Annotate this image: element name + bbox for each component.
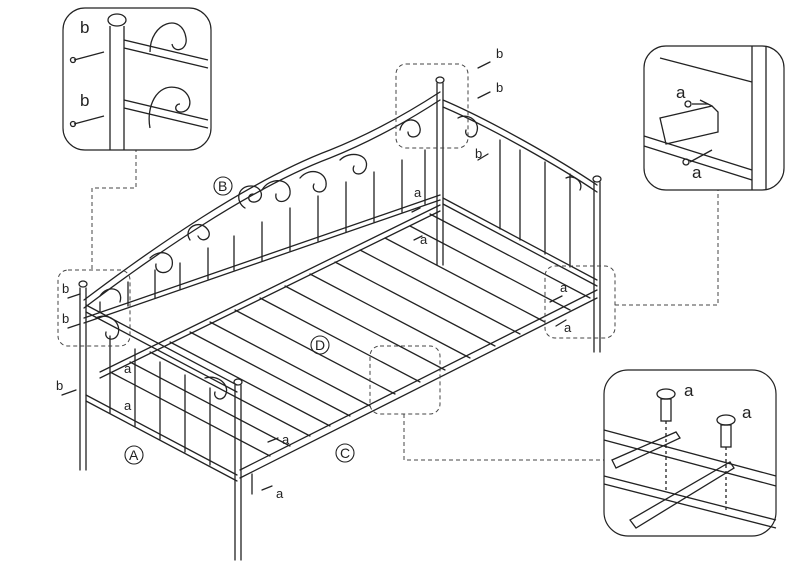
frame-label-a-6: a [124, 398, 132, 413]
frame-label-a-2: a [420, 232, 428, 247]
frame-label-a-1: a [414, 185, 422, 200]
rear-slat-rail [99, 204, 441, 379]
frame-label-b-2: b [62, 311, 69, 326]
frame-label-b-4: b [496, 46, 503, 61]
detail-bubble-bracket [643, 45, 785, 191]
frame-label-b-1: b [62, 281, 69, 296]
label-part-B: B [218, 178, 227, 194]
label-part-C: C [340, 445, 350, 461]
frame-label-a-3: a [560, 280, 568, 295]
front-left-post [78, 280, 88, 471]
detail-bubble-slats [603, 369, 777, 537]
front-right-post [233, 378, 243, 561]
frame-label-b-6: b [475, 146, 482, 161]
bubble-label-a-3: a [684, 381, 694, 400]
frame-label-a-8: a [276, 486, 284, 501]
bubble-label-a-4: a [742, 403, 752, 422]
slats-D [109, 213, 591, 457]
frame-screws [61, 61, 567, 491]
back-right-post [592, 175, 602, 353]
back-left-post [435, 76, 445, 266]
label-part-D: D [315, 337, 325, 353]
back-panel-B [83, 91, 441, 324]
bubble-label-a-1: a [676, 83, 686, 102]
detail-leaders [57, 63, 719, 461]
part-label-circles [124, 176, 355, 465]
label-part-A: A [129, 447, 139, 463]
frame-label-a-7: a [282, 432, 290, 447]
frame-label-a-5: a [124, 361, 132, 376]
frame-label-a-4: a [564, 320, 572, 335]
detail-bubble-b [62, 7, 212, 151]
side-panel-A [85, 304, 238, 482]
bubble-label-b-1: b [80, 18, 89, 37]
side-panel-right [442, 99, 598, 287]
bubble-label-b-2: b [80, 91, 89, 110]
front-rail-C [239, 289, 598, 495]
bubble-label-a-2: a [692, 163, 702, 182]
frame-label-b-5: b [496, 80, 503, 95]
frame-label-b-3: b [56, 378, 63, 393]
